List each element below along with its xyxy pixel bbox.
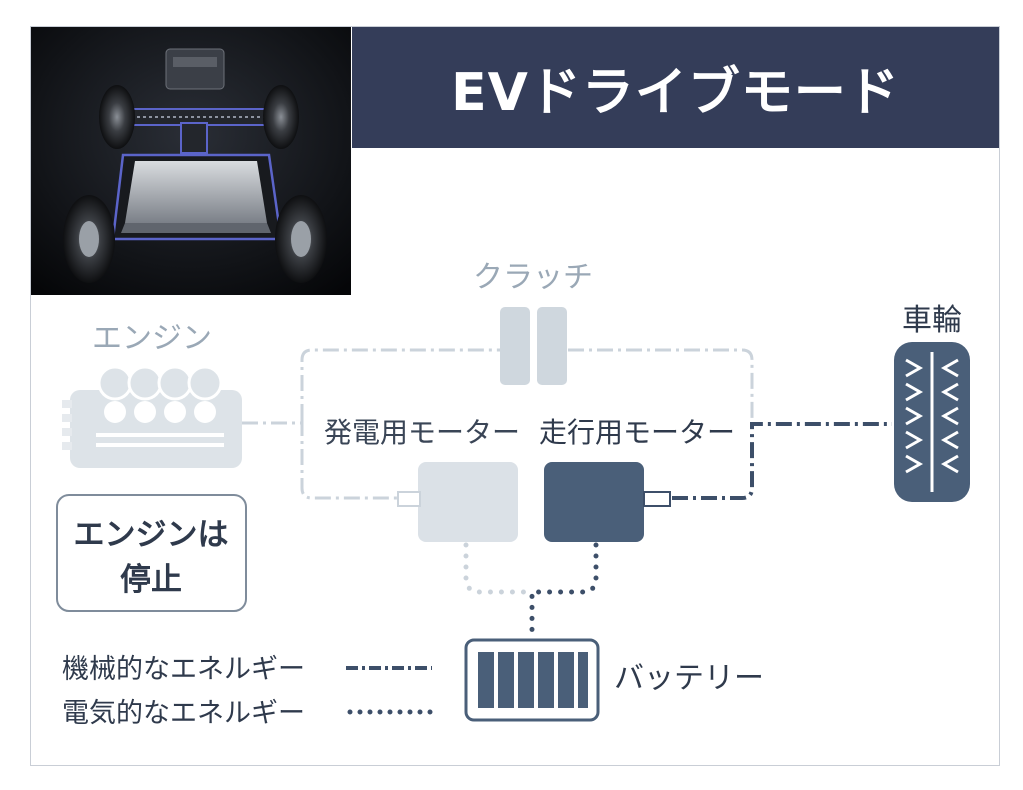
clutch-label: クラッチ <box>473 260 593 295</box>
legend-mechanical-label: 機械的なエネルギー <box>62 654 305 685</box>
mechanical-path-inactive <box>242 348 754 500</box>
wheel-icon <box>894 342 970 502</box>
clutch-icon <box>500 307 567 385</box>
drive-motor-label: 走行用モーター <box>539 416 735 449</box>
engine-stopped-line2: 停止 <box>120 562 182 598</box>
engine-icon <box>62 365 242 468</box>
page-title: EVドライブモード <box>451 63 900 123</box>
engine-stopped-line1: エンジンは <box>74 517 229 553</box>
engine-label: エンジン <box>92 321 212 356</box>
electrical-path-active <box>529 542 599 643</box>
title-banner: EVドライブモード <box>352 27 999 148</box>
generator-motor-icon <box>397 462 518 542</box>
battery-label: バッテリー <box>614 661 764 696</box>
generator-motor-label: 発電用モーター <box>324 416 520 449</box>
engine-stopped-notice: エンジンは 停止 <box>56 494 247 612</box>
electrical-path-inactive <box>463 542 535 595</box>
legend: 機械的なエネルギー 電気的なエネルギー <box>62 654 435 729</box>
vehicle-chassis-photo <box>31 27 351 295</box>
battery-icon <box>464 638 600 722</box>
drive-motor-icon <box>544 462 671 542</box>
mechanical-path-active <box>672 422 892 500</box>
wheel-label: 車輪 <box>902 303 962 338</box>
legend-electrical-label: 電気的なエネルギー <box>62 698 305 729</box>
